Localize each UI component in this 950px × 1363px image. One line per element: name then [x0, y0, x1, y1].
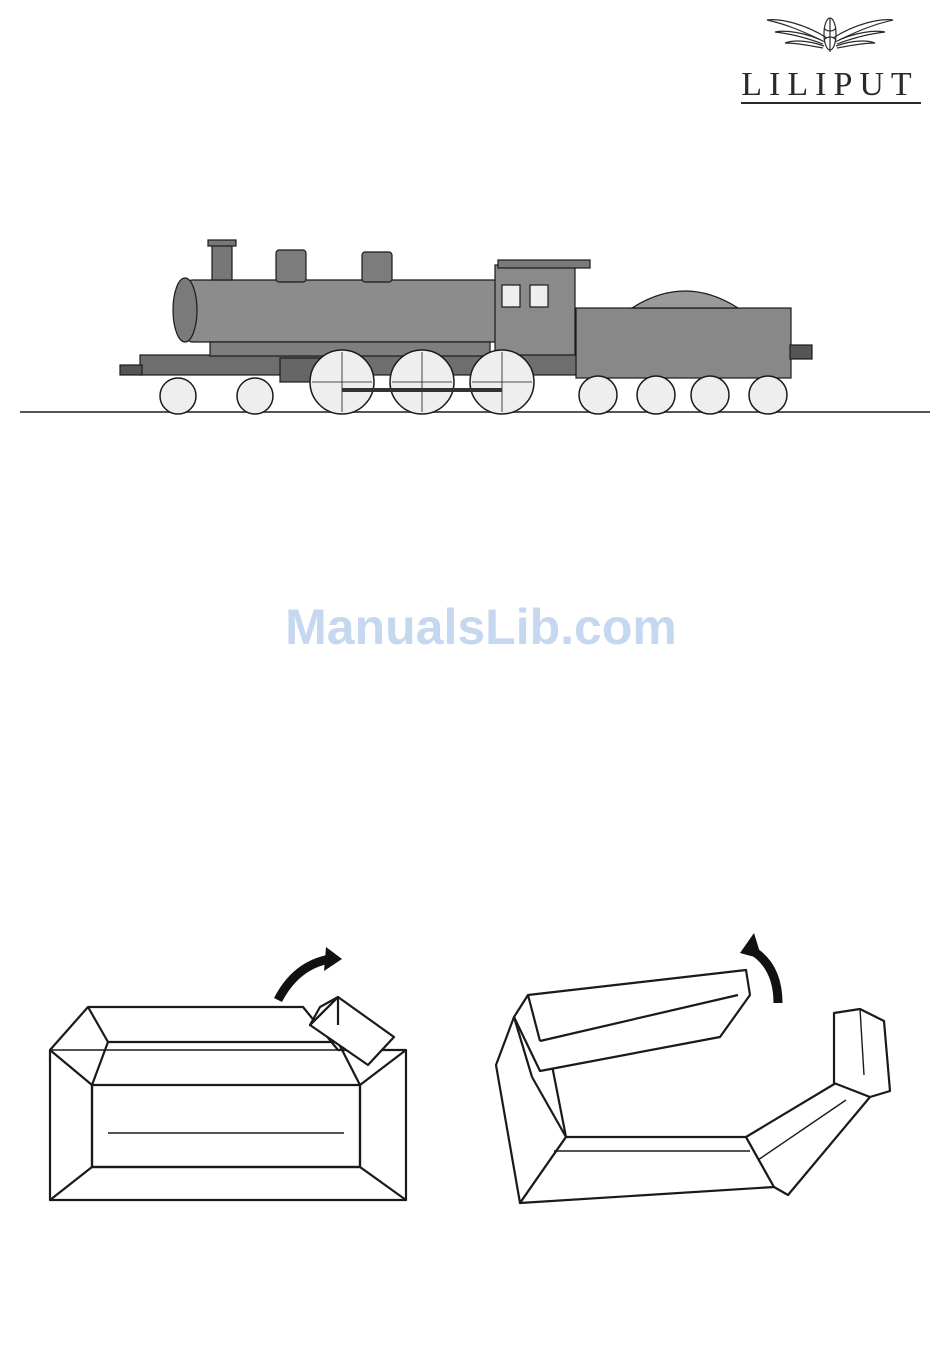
leading-wheel [237, 378, 273, 414]
cab [495, 265, 575, 357]
tender-wheel [637, 376, 675, 414]
brand-wordmark: LILIPUT [735, 66, 925, 104]
tender-wheel [749, 376, 787, 414]
watermark: ManualsLib.com [0, 598, 950, 656]
steam-dome [276, 250, 306, 282]
tender-wheel [691, 376, 729, 414]
tender [576, 308, 791, 378]
smokebox-door [173, 278, 197, 342]
boiler [188, 280, 498, 342]
leading-wheel [160, 378, 196, 414]
cab-window [502, 285, 520, 307]
chimney [212, 242, 232, 280]
steam-locomotive-illustration [20, 230, 930, 420]
rear-buffer [790, 345, 812, 359]
rotate-arrow-icon [278, 959, 330, 1000]
winged-emblem-icon [735, 10, 925, 66]
box-insert-open-flap-icon [38, 945, 418, 1215]
front-buffer [120, 365, 142, 375]
tender-wheel [579, 376, 617, 414]
rotate-arrow-icon [750, 949, 778, 1003]
liliput-logo: LILIPUT [735, 10, 925, 110]
logo-underline [741, 102, 921, 104]
box-insert-unfolded-icon [488, 925, 908, 1215]
sand-dome [362, 252, 392, 282]
coal-heap [632, 291, 738, 308]
